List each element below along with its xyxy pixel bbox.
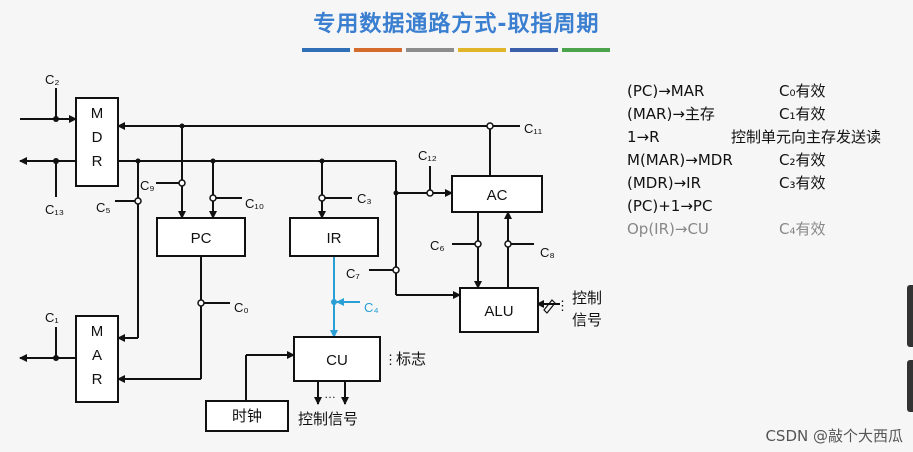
signal-c11: C₁₁ bbox=[524, 121, 543, 136]
page-title: 专用数据通路方式-取指周期 bbox=[313, 12, 600, 37]
mar-block bbox=[75, 315, 119, 403]
step-row: (MDR)→IR C₃有效 bbox=[627, 172, 913, 195]
ac-block bbox=[451, 175, 543, 213]
signal-c12: C₁₂ bbox=[418, 148, 437, 163]
accent-bar bbox=[302, 48, 350, 52]
signal-c9: C₉ bbox=[140, 178, 155, 193]
signal-c5: C₅ bbox=[96, 200, 111, 215]
step-row: (PC)→MAR C₀有效 bbox=[627, 80, 913, 103]
ir-label: IR bbox=[327, 230, 342, 247]
signal-c0: C₀ bbox=[234, 300, 249, 315]
signal-c10: C₁₀ bbox=[245, 196, 264, 211]
watermark: CSDN @敲个大西瓜 bbox=[765, 427, 903, 445]
accent-bar bbox=[458, 48, 506, 52]
alu-block bbox=[459, 287, 539, 333]
flags-label: 标志 bbox=[396, 351, 426, 368]
step-note: C₄有效 bbox=[779, 220, 826, 238]
signal-c2: C₂ bbox=[45, 72, 59, 87]
ir-block bbox=[289, 217, 379, 257]
step-op: (MDR)→IR bbox=[627, 174, 702, 192]
accent-bar bbox=[510, 48, 558, 52]
step-row: 1→R 控制单元向主存发送读 bbox=[627, 126, 913, 149]
cu-label: CU bbox=[326, 352, 348, 369]
signal-c1: C₁ bbox=[45, 310, 59, 325]
step-note: C₂有效 bbox=[779, 151, 826, 169]
signal-c3: C₃ bbox=[357, 191, 372, 206]
flags-vdots: ⋮ bbox=[384, 352, 397, 367]
fetch-steps: (PC)→MAR C₀有效 (MAR)→主存 C₁有效 1→R 控制单元向主存发… bbox=[627, 80, 913, 241]
signal-c7: C₇ bbox=[346, 266, 360, 281]
cu-out-label: 控制信号 bbox=[298, 411, 358, 428]
step-row: M(MAR)→MDR C₂有效 bbox=[627, 149, 913, 172]
step-op: (PC)+1→PC bbox=[627, 197, 713, 215]
cu-out-ellipsis: … bbox=[324, 387, 336, 401]
accent-bar bbox=[354, 48, 402, 52]
slide-edge-handle bbox=[907, 285, 913, 347]
mar-label-1: M bbox=[91, 323, 104, 340]
alu-label: ALU bbox=[484, 303, 513, 320]
cu-block bbox=[293, 336, 381, 382]
clock-label: 时钟 bbox=[232, 408, 262, 425]
step-op: (MAR)→主存 bbox=[627, 105, 715, 123]
slide-edge-handle bbox=[907, 360, 913, 412]
signal-c4: C₄ bbox=[364, 300, 379, 315]
step-note: C₀有效 bbox=[779, 82, 826, 100]
step-op: M(MAR)→MDR bbox=[627, 151, 733, 169]
alu-control-label-1: 控制 bbox=[572, 290, 602, 307]
step-op: 1→R bbox=[627, 128, 660, 146]
step-op: Op(IR)→CU bbox=[627, 220, 709, 238]
step-note: 控制单元向主存发送读 bbox=[731, 128, 882, 146]
signal-c13: C₁₃ bbox=[45, 202, 64, 217]
signal-c6: C₆ bbox=[430, 238, 445, 253]
step-op: (PC)→MAR bbox=[627, 82, 705, 100]
mdr-label-3: R bbox=[92, 153, 103, 170]
clock-block bbox=[205, 400, 289, 432]
step-note: C₁有效 bbox=[779, 105, 826, 123]
mar-label-3: R bbox=[92, 371, 103, 388]
step-row: Op(IR)→CU C₄有效 bbox=[627, 218, 913, 241]
pc-block bbox=[156, 217, 246, 257]
step-row: (PC)+1→PC bbox=[627, 195, 913, 218]
step-row: (MAR)→主存 C₁有效 bbox=[627, 103, 913, 126]
pc-label: PC bbox=[191, 230, 212, 247]
accent-bar bbox=[406, 48, 454, 52]
step-note: C₃有效 bbox=[779, 174, 826, 192]
signal-c8: C₈ bbox=[540, 245, 555, 260]
alu-control-vdots: ⋮ bbox=[556, 298, 569, 313]
ac-label: AC bbox=[487, 187, 508, 204]
mdr-label-2: D bbox=[92, 129, 103, 146]
alu-control-label-2: 信号 bbox=[572, 312, 602, 329]
mdr-label-1: M bbox=[91, 105, 104, 122]
mdr-block bbox=[75, 97, 119, 187]
accent-bars bbox=[302, 48, 610, 52]
accent-bar bbox=[562, 48, 610, 52]
mar-label-2: A bbox=[92, 347, 102, 364]
